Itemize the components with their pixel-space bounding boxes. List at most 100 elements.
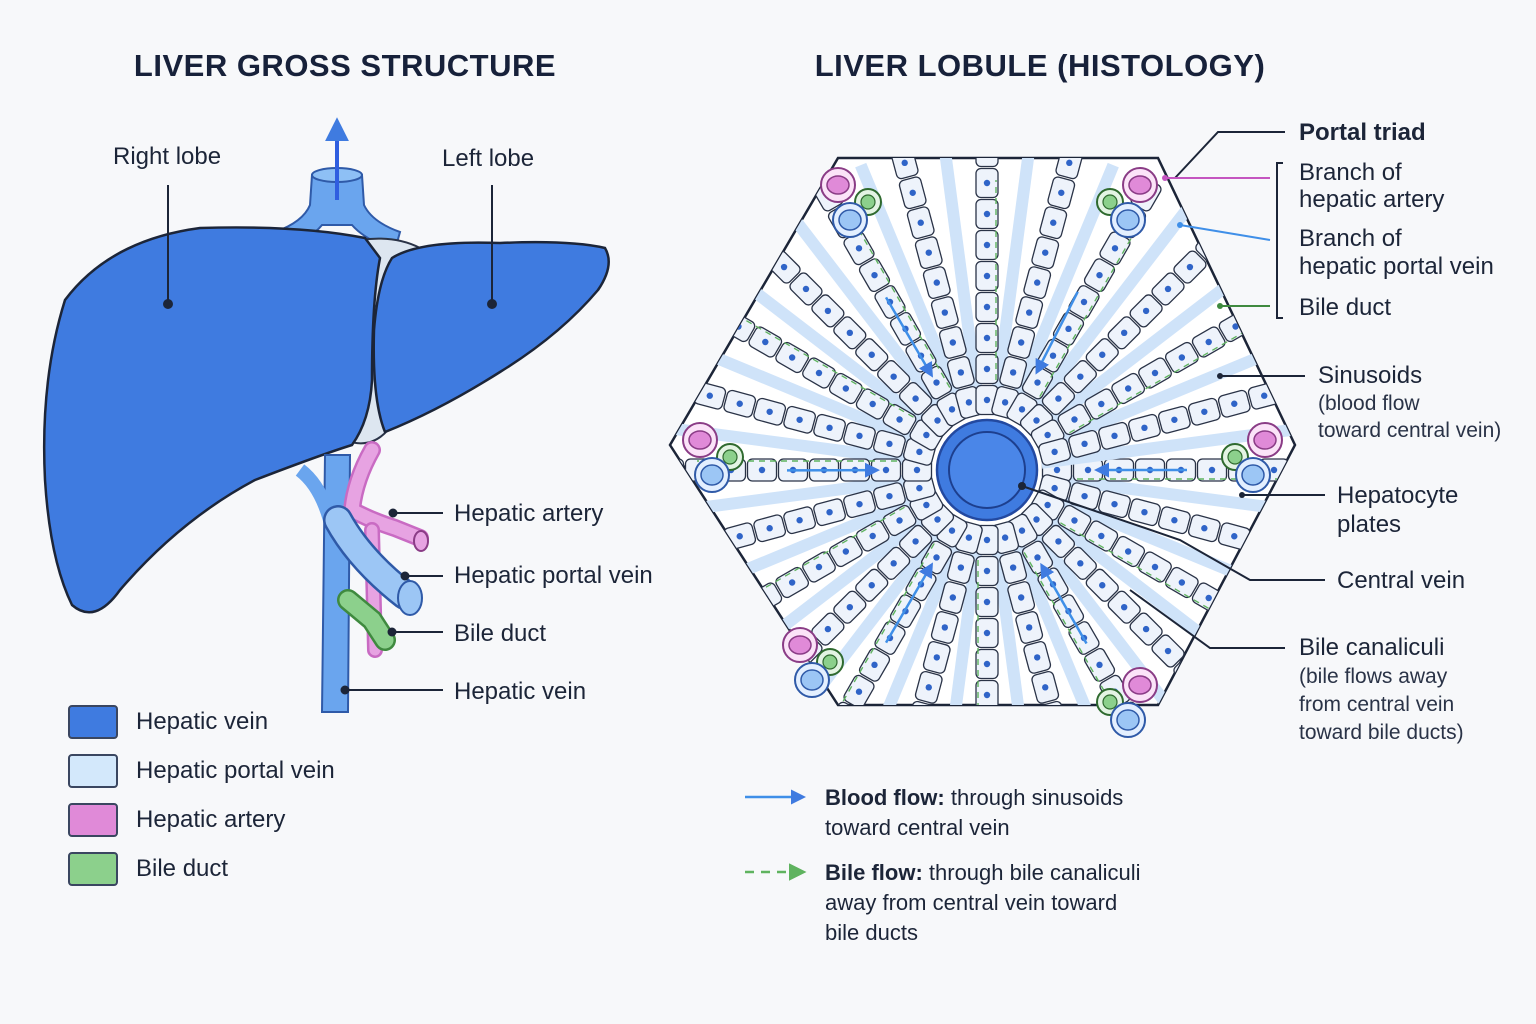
cell-nucleus [941,624,949,631]
cell-nucleus [965,534,973,541]
hepatocyte-cell [670,458,685,482]
bile-flow-desc: through bile canaliculi [922,860,1141,885]
blood-flow-desc: through sinusoids [944,785,1124,810]
cell-nucleus [983,396,991,404]
label-right-lobe: Right lobe [113,143,222,170]
cell-nucleus [1124,548,1132,555]
blood-flow-legend: Blood flow: through sinusoids toward cen… [825,783,1123,843]
cell-nucleus [1201,408,1208,415]
label-branch-artery-2: hepatic artery [1299,186,1445,213]
cell-nucleus [1208,691,1216,699]
label-sinusoids: Sinusoids [1318,362,1423,389]
hepatocyte-cell [721,597,756,630]
cell-nucleus [846,329,854,337]
hepatocyte-cell [1277,373,1295,402]
cell-nucleus [910,744,916,750]
cell-nucleus [1071,517,1078,524]
cell-nucleus [917,219,924,226]
cell-nucleus [1151,563,1159,571]
cell-nucleus [1017,594,1025,601]
cell-nucleus [1141,508,1148,516]
cell-nucleus [1171,517,1178,524]
left-lobe [372,240,610,434]
cell-nucleus [788,579,796,586]
blood-flow-arrow-icon [884,562,933,644]
cell-nucleus [1051,484,1058,492]
hepatocyte-cell [906,700,935,705]
cell-nucleus [1034,654,1041,661]
cell-nucleus [1120,603,1128,611]
cell-nucleus [780,669,788,677]
cell-nucleus [676,384,684,391]
cell-nucleus [1151,369,1159,377]
hepatocyte-cell [976,712,998,741]
cell-nucleus [1290,549,1295,556]
bile-flow-desc-3: bile ducts [825,920,918,945]
cell-nucleus [766,408,773,415]
label-hepatic-portal-vein: Hepatic portal vein [454,562,653,589]
hepatocyte-cell [1277,538,1295,567]
cell-nucleus [1042,249,1049,256]
legend-label: Hepatic artery [136,806,286,833]
hepatocyte-cell [693,530,727,559]
portal-triad [1096,667,1158,738]
cell-nucleus [983,272,991,280]
label-portal-triad: Portal triad [1299,119,1426,146]
cell-nucleus [1018,406,1026,413]
blood-flow-arrow-icon [884,296,933,378]
cell-nucleus [1055,395,1062,402]
cell-nucleus [1231,400,1238,407]
bile-flow-legend: Bile flow: through bile canaliculi away … [825,858,1140,948]
cell-nucleus [1066,774,1072,780]
hepatocyte-cell [1245,613,1280,645]
label-canaliculi-note-2: from central vein [1299,693,1455,716]
cell-nucleus [1066,159,1073,167]
cell-nucleus [1081,440,1088,448]
cell-nucleus [1111,245,1119,252]
cell-nucleus [1025,624,1033,631]
sinusoid [855,518,972,705]
hepatocyte-cell [898,730,927,764]
label-central-vein: Central vein [1337,567,1466,594]
cell-nucleus [916,448,923,456]
cell-nucleus [708,307,715,315]
cell-nucleus [1071,416,1078,423]
cell-nucleus [934,516,941,523]
legend-swatch [68,852,118,886]
cell-nucleus [983,210,991,218]
cell-nucleus [1001,534,1009,541]
portal-triad [782,627,844,698]
portal-triad [1221,422,1283,493]
cell-nucleus [1034,379,1041,386]
cell-nucleus [933,554,940,561]
cell-nucleus [916,484,923,492]
label-branch-portal-1: Branch of [1299,225,1402,252]
cell-nucleus [957,564,965,571]
cell-nucleus [824,625,832,633]
label-bile-canaliculi: Bile canaliculi [1299,634,1445,661]
cell-nucleus [1164,285,1172,293]
cell-nucleus [901,159,908,167]
cell-nucleus [1111,432,1118,440]
cell-nucleus [1232,610,1239,617]
legend-swatch [68,754,118,788]
cell-nucleus [871,661,878,669]
cell-nucleus [1034,279,1041,286]
cell-nucleus [1186,669,1194,677]
cell-nucleus [868,351,875,358]
cell-nucleus [1141,424,1148,432]
cell-nucleus [1077,373,1084,380]
blood-flow-arrow-icon [1040,562,1088,645]
cell-nucleus [1058,744,1064,750]
cell-nucleus [1231,533,1238,540]
cell-nucleus [1098,532,1105,540]
cell-nucleus [736,400,743,407]
cell-nucleus [855,688,863,695]
cell-nucleus [934,417,941,424]
cell-nucleus [1084,466,1092,474]
cell-nucleus [780,263,788,271]
label-canaliculi-note-3: toward bile ducts) [1299,721,1464,744]
blood-flow-arrow-icon [1035,291,1079,375]
cell-nucleus [984,754,990,760]
cell-nucleus [1033,417,1040,424]
